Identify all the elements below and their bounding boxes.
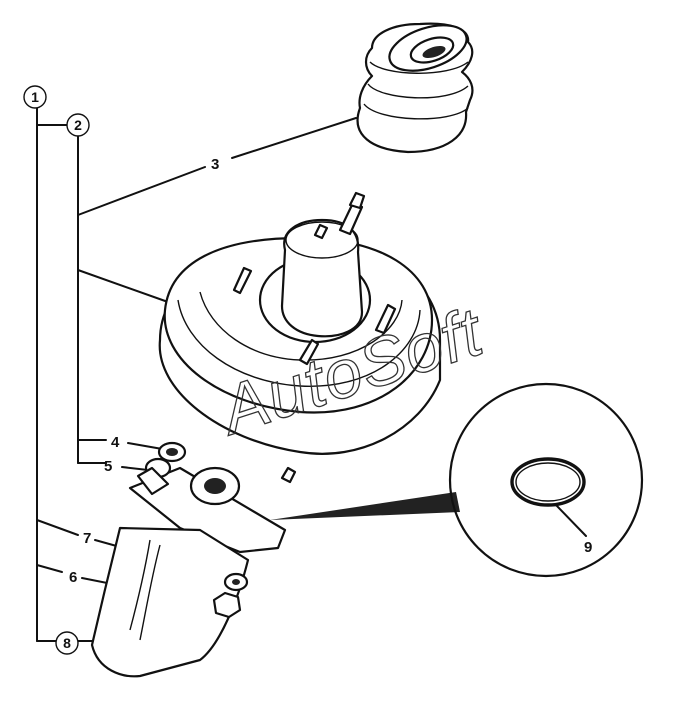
brake-booster (158, 191, 442, 484)
callout-6: 6 (69, 569, 77, 586)
rubber-boot (356, 22, 474, 154)
callout-2: 2 (66, 113, 90, 137)
callout-9: 9 (584, 539, 592, 556)
master-cylinder (90, 441, 287, 678)
callout-labels: 1 2 3 4 5 6 7 8 9 (23, 85, 592, 655)
callout-7: 7 (83, 530, 91, 547)
callout-3: 3 (211, 156, 219, 173)
callout-5: 5 (104, 458, 112, 475)
svg-text:2: 2 (74, 117, 82, 133)
svg-text:8: 8 (63, 635, 71, 651)
svg-text:1: 1 (31, 89, 39, 105)
detail-magnifier (270, 382, 644, 578)
callout-4: 4 (111, 434, 120, 451)
callout-8: 8 (55, 631, 79, 655)
callout-1: 1 (23, 85, 47, 109)
